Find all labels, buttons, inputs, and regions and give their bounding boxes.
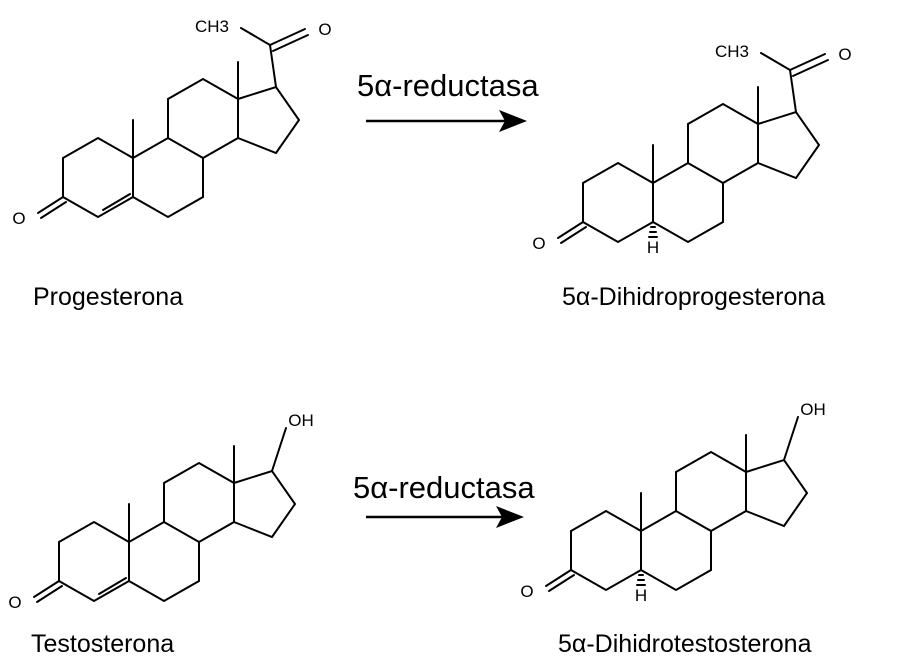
ring-d [757,110,821,180]
molecule-progesterone: O CH3 O [12,17,331,228]
arrow-head [496,506,524,528]
acetyl-methyl-bond [760,52,791,71]
acetyl-carbonyl-double [792,59,829,77]
ring-a [58,520,130,603]
oxygen-label: O [532,234,545,253]
acetyl-carbonyl [269,28,306,46]
ring-b [640,509,712,592]
hydrogen-label: H [635,586,647,605]
substituent-label: OH [800,400,826,419]
c3-carbonyl [557,221,584,239]
hashed-hydrogen-bond [636,574,646,586]
oxygen-label: O [520,582,533,601]
reaction-arrow [366,110,527,132]
acetyl-carbonyl [789,53,826,71]
c3-carbonyl-double [548,574,575,592]
enzyme-label: 5α-reductasa [357,68,539,103]
ring-b [652,161,724,244]
ring-c [163,461,235,543]
compound-name: Testosterona [31,630,174,658]
ring-c [675,450,747,532]
ring-b [128,520,200,603]
ring-a [62,136,134,219]
ring-b [132,136,204,219]
c3-carbonyl [545,569,572,587]
arrow-head [499,110,527,132]
molecule-testosterone: O OH [8,411,313,612]
compound-name: 5α-Dihidrotestosterona [558,630,812,658]
ring-d [233,469,297,539]
c4-c5-double-bond [102,193,131,211]
oxygen-label: O [8,593,21,612]
acetyl-carbonyl-double [272,34,309,52]
molecule-dihydrotestosterone: H O OH [520,400,825,605]
substituent-label: CH3 [715,42,749,61]
c3-carbonyl [33,580,60,598]
c3-carbonyl-double [36,585,63,603]
hydroxyl-bond [271,427,287,472]
acetyl-methyl-bond [240,27,271,46]
ring-c [167,77,239,159]
compound-name: 5α-Dihidroprogesterona [562,283,825,311]
acetyl-bond [269,44,277,88]
c3-carbonyl-double [40,201,67,219]
enzyme-label: 5α-reductasa [353,470,535,505]
acetyl-bond [789,69,797,113]
molecule-dihydroprogesterone: H O CH3 O [532,42,851,257]
ring-d [237,85,301,155]
substituent-label: OH [288,411,314,430]
oxygen-label: O [12,209,25,228]
hydroxyl-bond [783,416,799,461]
c3-carbonyl [37,196,64,214]
hydrogen-label: H [647,238,659,257]
oxygen-label: O [318,20,331,39]
ring-a [570,509,642,592]
ring-a [582,161,654,244]
c4-c5-double-bond [98,577,127,595]
hashed-hydrogen-bond [648,226,658,238]
ring-d [745,458,809,528]
ring-c [687,102,759,184]
c3-carbonyl-double [560,226,587,244]
oxygen-label: O [838,45,851,64]
substituent-label: CH3 [195,17,229,36]
compound-name: Progesterona [33,283,183,311]
reaction-arrow [366,506,524,528]
